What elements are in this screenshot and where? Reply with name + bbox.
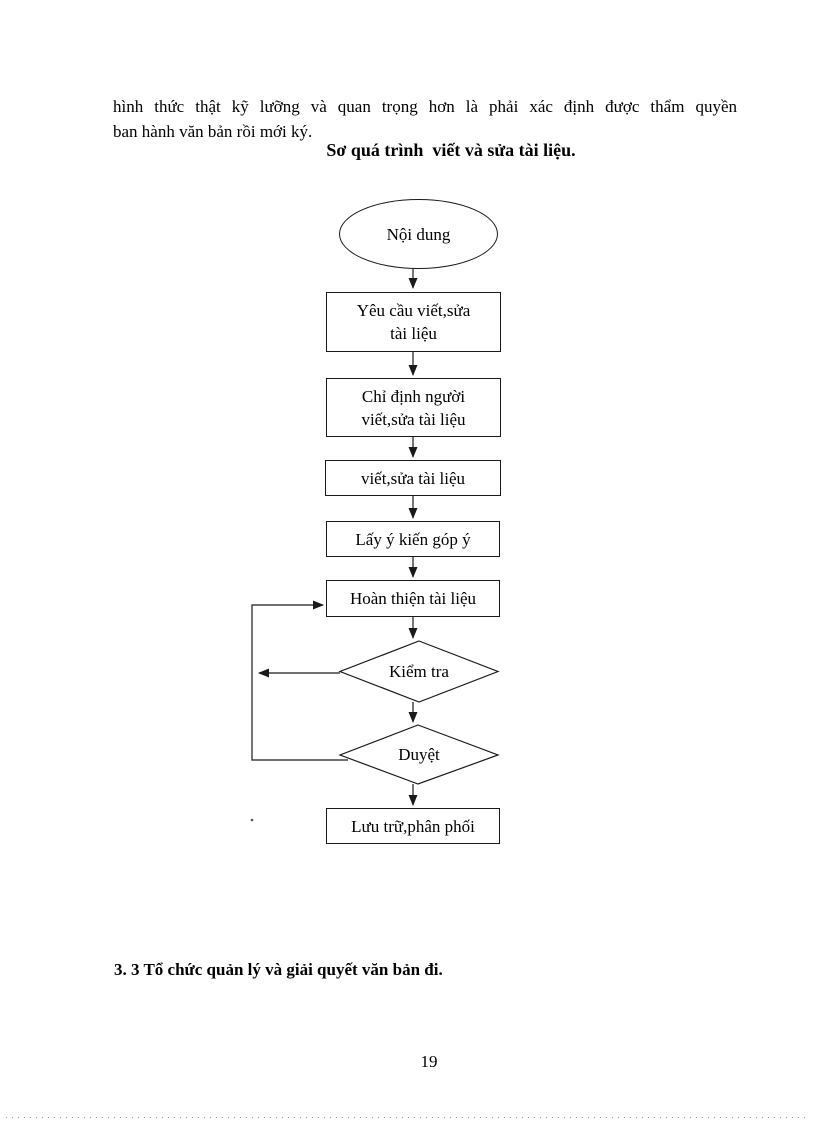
flowchart-node-yeu-cau: Yêu cầu viết,sửa tài liệu [326,292,501,352]
node-label: Chỉ định người viết,sửa tài liệu [361,386,466,429]
flowchart-node-viet-sua: viết,sửa tài liệu [325,460,501,496]
node-label: viết,sửa tài liệu [360,468,466,488]
flowchart-node-luu-tru: Lưu trữ,phân phối [326,808,500,844]
node-label: Duyệt [398,745,440,764]
page-bottom-dotted-rule [6,1117,810,1118]
node-label: Lấy ý kiến góp ý [355,529,471,549]
paragraph-line-2: ban hành văn bản rồi mới ký. [113,122,313,141]
section-heading: 3. 3 Tổ chức quản lý và giải quyết văn b… [114,960,443,979]
flowchart-node-lay-y-kien: Lấy ý kiến góp ý [326,521,500,557]
feedback-loop-duyet-to-hoanthien [251,600,348,761]
node-label: Yêu cầu viết,sửa tài liệu [356,301,471,343]
flowchart-node-noi-dung: Nội dung [339,199,498,269]
flowchart-node-chi-dinh: Chỉ định người viết,sửa tài liệu [326,378,501,437]
node-label: Lưu trữ,phân phối [351,816,475,836]
flowchart-node-kiem-tra: Kiểm tra [340,641,498,702]
figure-title: Sơ quá trình viết và sửa tài liệu. [326,140,576,160]
paragraph-line-1: hình thức thật kỹ lưỡng và quan trọng hơ… [113,97,737,116]
page-number: 19 [420,1052,438,1071]
stray-dot [250,818,254,822]
body-paragraph: hình thức thật kỹ lưỡng và quan trọng hơ… [113,94,737,144]
node-label: Hoàn thiện tài liệu [349,589,477,608]
flowchart-node-hoan-thien: Hoàn thiện tài liệu [326,580,500,617]
flowchart-node-duyet: Duyệt [340,725,498,784]
node-label: Nội dung [386,224,451,244]
node-label: Kiểm tra [389,662,449,681]
